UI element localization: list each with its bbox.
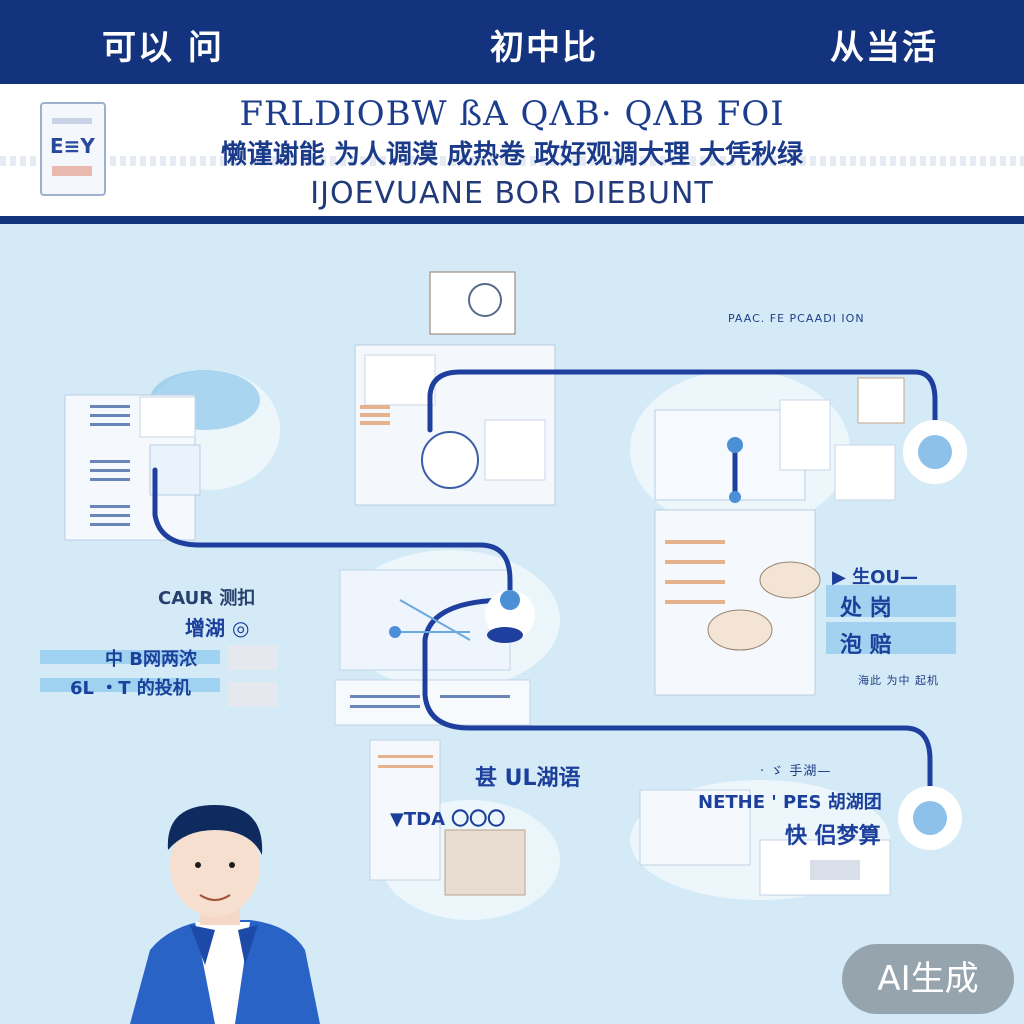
flow-nodes xyxy=(389,420,967,850)
thin-connectors xyxy=(390,599,471,641)
label-left-d: 6L ・T 的投机 xyxy=(70,678,191,699)
document-logo: E≡Y xyxy=(40,102,106,196)
banner-stripe xyxy=(0,156,1024,166)
label-bottom-right-c: 快 侣梦算 xyxy=(785,824,881,849)
banner-title-line-1: FRLDIOBW ßA QɅB· QɅB FOI xyxy=(239,94,785,134)
label-right-b: 处 岗 xyxy=(840,596,892,621)
document-card-left xyxy=(64,394,201,541)
banner-bottom-line xyxy=(0,216,1024,224)
document-card-right xyxy=(654,377,905,696)
person-illustration xyxy=(130,805,320,1024)
right-highlight-2 xyxy=(826,622,956,654)
left-highlight-2 xyxy=(40,678,220,692)
left-highlight-1 xyxy=(40,650,220,664)
connector-lines xyxy=(152,369,938,808)
ai-generated-badge: AI生成 xyxy=(842,944,1014,1014)
document-card-bottom-right xyxy=(639,789,891,896)
header-right-text: 从当活 xyxy=(830,28,938,68)
label-left-c: 中 B网两浓 xyxy=(105,649,197,670)
label-right-d: 海此 为中 起机 xyxy=(858,674,939,687)
label-right-c: 泡 赔 xyxy=(840,633,892,658)
logo-label: E≡Y xyxy=(50,134,95,158)
label-top-right: PAAC. FE PCAADI ION xyxy=(728,312,865,325)
document-card-top-center xyxy=(354,271,556,506)
header-left-text: 可以 问 xyxy=(102,28,224,68)
banner-title-line-2: 懒谨谢能 为人调漠 成热卷 政好观调大理 大凭秋绿 xyxy=(220,140,804,170)
banner-title-line-3: IJOEVUANE BOR DIEBUNT xyxy=(310,176,714,211)
document-card-center-lower xyxy=(334,569,531,896)
label-left-a: CAUR 测扣 xyxy=(158,588,256,609)
title-banner: E≡Y FRLDIOBW ßA QɅB· QɅB FOI 懒谨谢能 为人调漠 成… xyxy=(0,84,1024,224)
label-right-a: ▶ 生OU— xyxy=(832,567,919,588)
label-center-b: ▼TDA 〇〇〇 xyxy=(390,809,506,830)
header-center-text: 初中比 xyxy=(490,28,598,68)
label-bottom-right-a: · ゞ 手湖— xyxy=(760,764,832,779)
label-bottom-right-b: NETHE ' PES 胡湖团 xyxy=(698,792,882,813)
label-left-b: 增湖 ◎ xyxy=(185,616,250,640)
label-center-a: 甚 UL湖语 xyxy=(475,766,581,791)
top-header-bar: 可以 问 初中比 从当活 xyxy=(0,0,1024,84)
left-placeholder-1 xyxy=(228,645,278,670)
right-highlight-1 xyxy=(826,585,956,617)
left-placeholder-2 xyxy=(228,682,278,707)
